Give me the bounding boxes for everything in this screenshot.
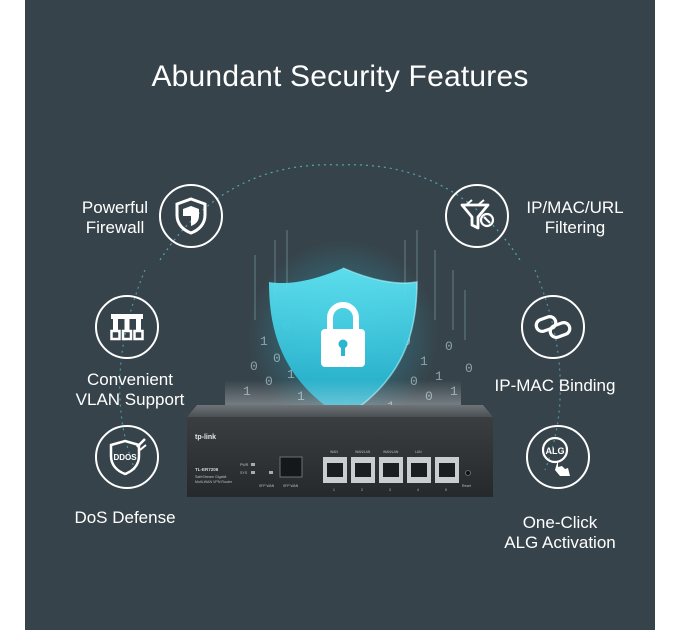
svg-text:1: 1 (435, 369, 443, 384)
feature-circle-dos: DDOS (95, 425, 159, 489)
feature-label-vlan: Convenient VLAN Support (75, 370, 185, 409)
led-label-pwr: PWR (240, 463, 249, 467)
port-number-3: 3 (389, 488, 391, 492)
page-title: Abundant Security Features (151, 60, 529, 93)
link-icon (534, 315, 572, 339)
svg-text:0: 0 (445, 339, 453, 354)
port-number-2: 2 (361, 488, 363, 492)
svg-text:0: 0 (465, 361, 473, 376)
reflection (225, 380, 461, 408)
poster: 100 101 010 010 100 110 010 Abundant Sec… (25, 0, 655, 630)
router-model: TL-ER7206 (195, 467, 219, 472)
port-label-wanlan-1: WAN/LAN (355, 450, 371, 454)
filter-icon (460, 199, 495, 230)
feature-label-alg: One-Click ALG Activation (504, 513, 616, 552)
port-label-lan: LAN (415, 450, 422, 454)
port-number-4: 4 (417, 488, 419, 492)
decoration-layer: 100 101 010 010 100 110 010 (119, 164, 561, 471)
svg-text:1: 1 (420, 354, 428, 369)
svg-text:0: 0 (273, 351, 281, 366)
led-label-sys: SYS (240, 471, 248, 475)
alg-tap-icon: ALG (541, 436, 570, 476)
svg-text:0: 0 (250, 359, 258, 374)
port-label-wan: WAN (330, 450, 338, 454)
sfp-port-1 (279, 456, 303, 478)
alg-badge-text: ALG (546, 446, 565, 456)
feature-label-filtering: IP/MAC/URL Filtering (526, 198, 624, 237)
vlan-icon (110, 314, 144, 341)
feature-label-dos: DoS Defense (74, 508, 176, 527)
port-label-wanlan-2: WAN/LAN (383, 450, 399, 454)
feature-circle-firewall (159, 184, 223, 248)
svg-text:1: 1 (287, 367, 295, 382)
padlock-icon (321, 302, 365, 367)
feature-circle-alg: ALG (526, 425, 590, 489)
router-brand: tp-link (195, 434, 216, 441)
port-number-1: 1 (333, 488, 335, 492)
shield-icon (175, 197, 207, 235)
router-device: tp-link TL-ER7206 SafeStream Gigabit Mul… (187, 405, 493, 497)
feature-circle-filtering (445, 184, 509, 248)
ddos-badge-text: DDOS (113, 453, 137, 462)
led-sys (251, 471, 255, 474)
led-pwr (251, 463, 255, 466)
feature-label-firewall: Powerful Firewall (81, 198, 149, 237)
router-top (187, 405, 493, 417)
port-label-sfp-wan-1: SFP WAN (259, 484, 275, 488)
reset-button (465, 470, 471, 476)
ethernet-ports (323, 457, 459, 483)
led-sfp (269, 471, 273, 474)
router-desc-2: Multi-WAN VPN Router (195, 480, 233, 484)
feature-circle-binding (521, 295, 585, 359)
ddos-shield-icon: DDOS (109, 438, 147, 476)
port-number-5: 5 (445, 488, 447, 492)
router-desc-1: SafeStream Gigabit (195, 475, 226, 479)
feature-circle-vlan (95, 295, 159, 359)
svg-text:1: 1 (260, 334, 268, 349)
feature-label-binding: IP-MAC Binding (494, 376, 616, 395)
port-label-sfp-wan-2: SFP WAN (283, 484, 299, 488)
reset-label: Reset (462, 484, 471, 488)
